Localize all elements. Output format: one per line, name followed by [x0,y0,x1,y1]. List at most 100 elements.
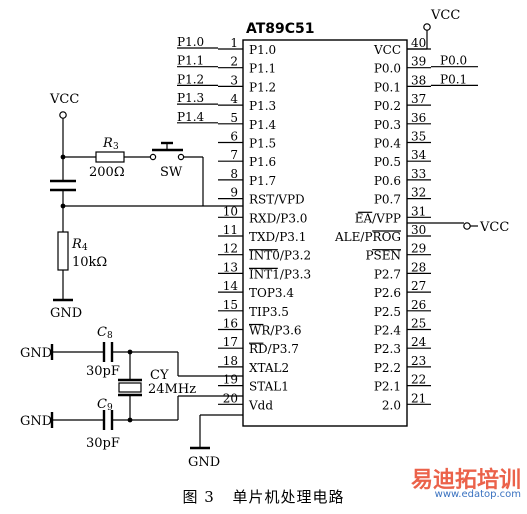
net-label-text: P1.4 [177,110,205,124]
c9-designator: C [97,397,107,412]
net-label: P1.0 [177,35,218,49]
vcc-left-label: VCC [49,92,79,107]
sw-label: SW [160,165,183,180]
pin-number: 18 [223,354,238,368]
pin-number: 14 [223,279,239,293]
pin-label: XTAL2 [249,361,289,375]
pin-label: P1.0 [249,43,276,57]
reset-circuit: VCC R 3 200Ω SW [49,92,243,321]
pin-number: 33 [411,167,426,181]
pin-label: TIP3.5 [249,305,289,319]
figure-caption: 图 3 单片机处理电路 [0,486,527,507]
r4-subscript: 4 [82,243,88,253]
net-label: P1.3 [177,91,218,105]
pin-number: 24 [411,335,427,349]
vcc-top-symbol: VCC [407,8,460,50]
pin-number: 15 [223,298,238,312]
vdd-ground: GND [188,414,243,470]
pin-number: 32 [411,186,426,200]
pin-label: 2.0 [382,398,401,412]
gnd-reset-label: GND [50,306,82,321]
r3-value: 200Ω [89,165,125,180]
r3-resistor-icon [95,151,125,163]
vcc-right-symbol: VCC [407,220,509,235]
pin-number: 36 [411,111,426,125]
pin-number: 35 [411,130,426,144]
vcc-top-label: VCC [430,8,460,23]
mcu-pin: 212.0 [382,391,431,412]
pin-label: RD/P3.7 [249,342,299,356]
pin-number: 5 [230,111,238,125]
pin-number: 2 [230,55,238,69]
pin-label: INT1/P3.3 [249,267,311,281]
pin-label: P1.4 [249,118,277,132]
oscillator-circuit: GND C 8 30pF GND C 9 30pF [20,325,243,451]
pin-label: P1.1 [249,62,276,76]
pin-number: 30 [411,223,426,237]
pin-number: 6 [230,130,238,144]
c9-value: 30pF [86,436,120,451]
pin-number: 26 [411,298,426,312]
pin-number: 21 [411,391,426,405]
pin-label: P2.1 [374,380,401,394]
pin-label: P0.7 [374,193,401,207]
pin-label: P2.6 [374,286,401,300]
pin-number: 4 [230,92,238,106]
pin-number: 3 [230,73,238,87]
pin-number: 22 [411,373,426,387]
net-label: P1.1 [177,54,218,68]
figure-number: 图 3 [182,488,215,506]
c9-subscript: 9 [107,403,113,413]
pin-number: 37 [411,92,426,106]
pin-label: PSEN [365,249,401,263]
net-label: P0.1 [431,72,478,86]
pin-number: 10 [223,204,238,218]
pin-number: 11 [223,223,238,237]
pin-label: ALE/PROG [334,230,401,244]
pin-label: P0.3 [374,118,401,132]
gnd-vdd-label: GND [188,455,220,470]
net-label-text: P1.0 [177,35,204,49]
watermark-url: www.edatop.com [434,489,521,500]
pin-label: EA/VPP [355,211,401,225]
pin-label: Vdd [248,398,273,412]
pin-label: TXD/P3.1 [249,230,306,244]
vcc-terminal-icon [59,111,67,119]
r3-subscript: 3 [113,142,119,152]
pin-number: 1 [230,36,238,50]
pin-label: RST/VPD [249,193,305,207]
crystal-value: 24MHz [148,382,196,397]
pin-label: P1.5 [249,137,276,151]
mcu-right-pins: 40VCC39P0.038P0.137P0.236P0.335P0.434P0.… [334,36,431,412]
pin-label: P2.2 [374,361,401,375]
pin-label: WR/P3.6 [249,324,302,338]
mcu-chip-body [242,39,408,427]
pin-number: 16 [223,317,238,331]
pin-label: P1.7 [249,174,276,188]
pin-label: P0.0 [374,62,401,76]
pin-label: P1.6 [249,155,276,169]
